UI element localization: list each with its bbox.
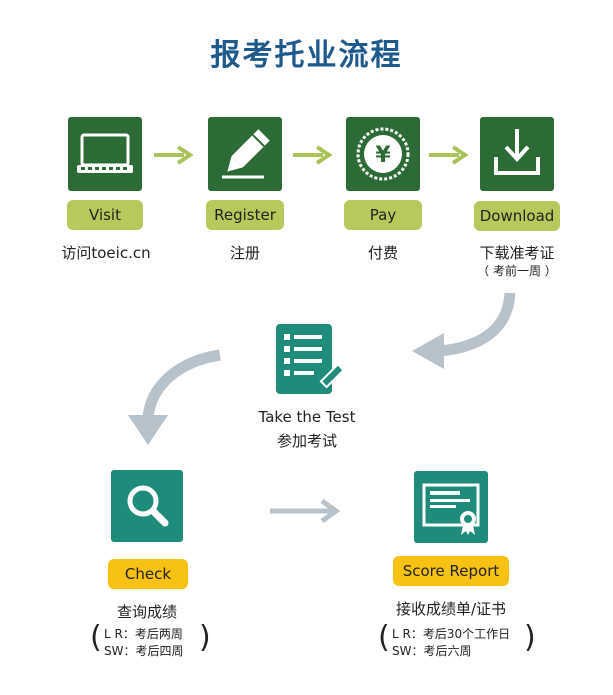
certificate-icon [422,483,480,535]
report-note-lr: L R：考后30个工作日 [392,627,511,641]
check-paren-open: ( [90,620,102,655]
test-caption: 参加考试 [276,432,337,450]
yen-coin-icon: ¥ [356,127,410,181]
check-paren-close: ) [199,620,211,655]
arrow-pay-download [429,145,469,165]
step-download-tile [480,117,554,191]
step-visit-caption: 访问toeic.cn [61,244,151,262]
step-visit-tile [68,117,142,191]
page-title: 报考托业流程 [210,38,403,73]
report-paren-close: ) [524,620,536,655]
arrow-check-report [270,498,341,524]
checklist-icon [276,324,342,394]
step-visit-label: Visit [67,200,143,230]
download-icon [494,129,540,175]
step-register-tile [208,117,282,191]
report-paren-open: ( [378,620,390,655]
report-note-sw: SW：考后六周 [392,644,472,658]
step-download-caption: 下载准考证 [479,244,555,262]
arrow-download-test [412,292,516,369]
arrow-visit-register [154,145,194,165]
report-tile [414,471,488,543]
check-note-sw: SW：考后四周 [104,644,184,658]
step-pay-caption: 付费 [367,244,398,262]
magnifier-icon [127,485,169,527]
check-tile [111,470,183,542]
step-pay-tile: ¥ [346,117,420,191]
arrow-register-pay [293,145,333,165]
step-download-label: Download [474,201,560,231]
test-tile [272,322,342,398]
report-caption: 接收成绩单/证书 [395,600,507,618]
svg-text:¥: ¥ [375,143,391,168]
report-label: Score Report [393,556,509,586]
check-note-lr: L R：考后两周 [104,627,183,641]
step-pay-label: Pay [344,200,422,230]
check-label: Check [108,559,188,589]
step-register-label: Register [206,200,284,230]
step-register-caption: 注册 [229,244,260,262]
step-download-subcaption: （ 考前一周 ） [477,264,557,278]
laptop-icon [77,133,133,173]
arrow-test-check [128,349,221,445]
test-label: Take the Test [258,408,356,426]
pencil-icon [222,129,270,179]
check-caption: 查询成绩 [116,603,177,621]
